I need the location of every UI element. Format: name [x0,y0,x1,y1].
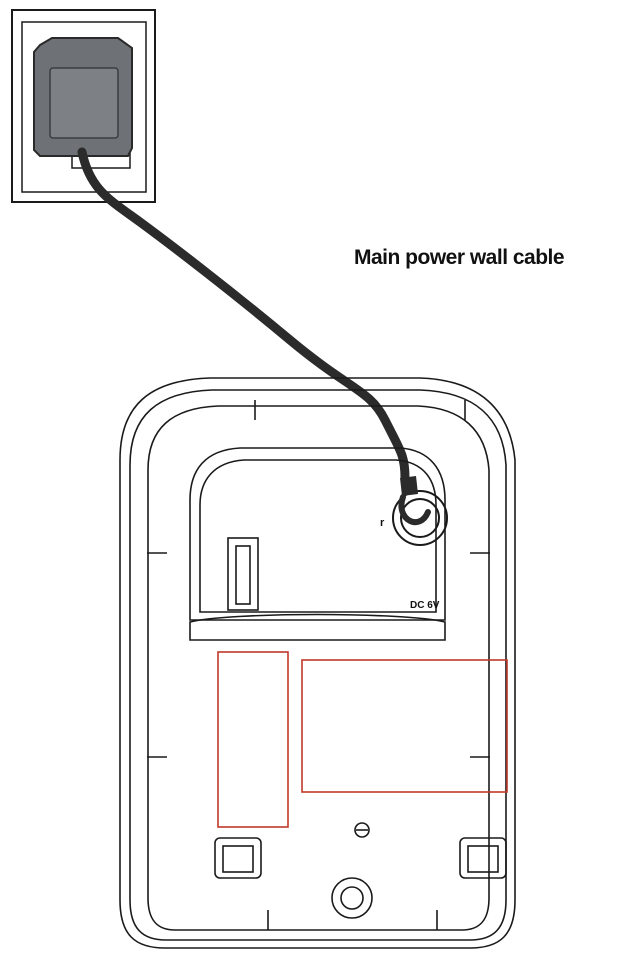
base-station-shell-inner-1 [129,389,507,941]
foot-left-inner [222,845,254,873]
base-station-outer-shell [119,377,516,949]
base-station [119,377,516,949]
line-clip [227,537,259,611]
dc-voltage-label: DC 6V [410,600,440,611]
screw-hole-small [354,822,370,838]
port-marker-label: r [380,517,385,529]
base-station-shell-inner-2 [147,405,490,931]
label-area-right [301,659,508,793]
label-area-left [217,651,289,828]
caption-label: Main power wall cable [354,246,564,269]
power-adapter-face [49,67,119,139]
power-cable [77,147,410,483]
cable-plug [398,476,431,526]
power-port-inner [400,498,440,538]
wall-outlet [11,9,156,203]
power-port-outer [392,490,448,546]
upper-recess [189,447,446,621]
divider-ledge [189,613,446,641]
foot-right [459,837,507,879]
foot-right-inner [467,845,499,873]
mount-hole-inner [340,886,364,910]
mount-hole-outer [331,877,373,919]
line-clip-inner [235,545,251,605]
upper-recess-inner [199,459,437,613]
foot-left [214,837,262,879]
